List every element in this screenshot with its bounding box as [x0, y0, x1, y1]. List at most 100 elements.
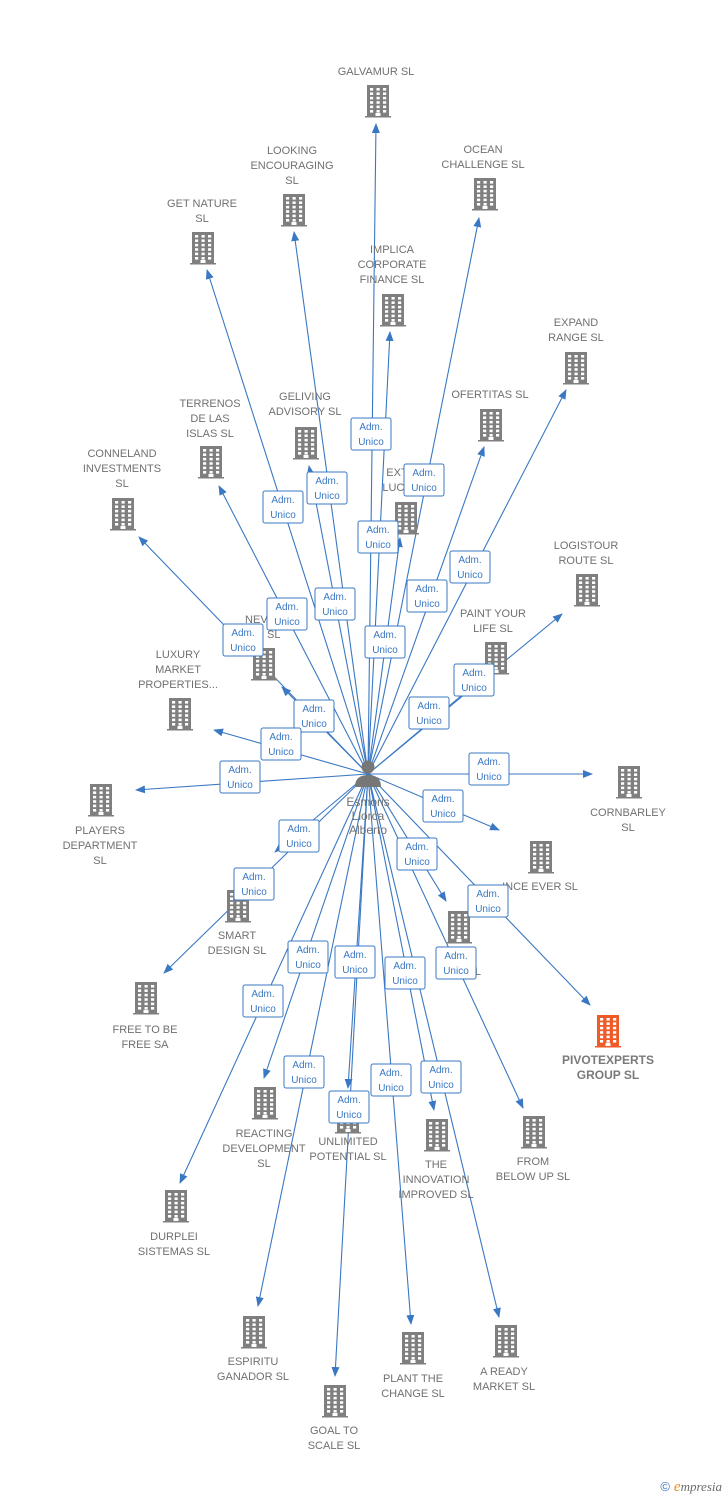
- edge-from-below-up: [367, 773, 524, 1109]
- role-badge[interactable]: Adm.Unico: [406, 579, 448, 613]
- building-icon: [493, 1325, 519, 1358]
- role-badge[interactable]: Adm.Unico: [334, 945, 376, 979]
- role-label: Unico: [314, 491, 340, 502]
- building-icon: [521, 1116, 547, 1149]
- role-badge[interactable]: Adm.Unico: [364, 625, 406, 659]
- role-badge[interactable]: Adm.Unico: [293, 699, 335, 733]
- edge-the-innovation-improved: [367, 773, 437, 1111]
- role-badge[interactable]: Adm.Unico: [350, 417, 392, 451]
- role-badge[interactable]: Adm.Unico: [422, 789, 464, 823]
- role-badge[interactable]: Adm.Unico: [287, 940, 329, 974]
- role-badge[interactable]: Adm.Unico: [468, 752, 510, 786]
- company-node-galvamur[interactable]: GALVAMUR SL: [338, 66, 415, 118]
- company-label[interactable]: OFERTITAS SL: [451, 389, 528, 401]
- role-badge[interactable]: Adm.Unico: [278, 819, 320, 853]
- role-badge[interactable]: Adm.Unico: [396, 837, 438, 871]
- company-label-line: A READY: [480, 1366, 528, 1378]
- company-label[interactable]: INCE EVER SL: [502, 881, 578, 893]
- role-label: Adm.: [462, 668, 485, 679]
- role-badge[interactable]: Adm.Unico: [370, 1063, 412, 1097]
- role-badge[interactable]: Adm. Unico: [453, 663, 495, 697]
- company-label-line: DURPLEI: [150, 1231, 198, 1243]
- role-badge[interactable]: Adm.Unico: [328, 1090, 370, 1124]
- role-badge[interactable]: Adm.Unico: [262, 490, 304, 524]
- role-badge[interactable]: Adm.Unico: [467, 884, 509, 918]
- company-node-ofertitas[interactable]: OFERTITAS SL: [451, 389, 529, 442]
- role-badge[interactable]: Adm.Unico: [242, 984, 284, 1018]
- person-icon: [355, 760, 381, 787]
- role-badge[interactable]: Adm.Unico: [384, 956, 426, 990]
- role-badge[interactable]: Adm.Unico: [222, 623, 264, 657]
- company-label[interactable]: GALVAMUR SL: [338, 66, 415, 78]
- role-label: Unico: [392, 976, 418, 987]
- role-badge[interactable]: Adm.Unico: [435, 946, 477, 980]
- role-badge[interactable]: Adm.Unico: [314, 587, 356, 621]
- company-node-since-ever[interactable]: INCE EVER SL: [502, 841, 578, 893]
- role-badge[interactable]: Adm.Unico: [357, 520, 399, 554]
- company-label-line: SL: [285, 175, 298, 187]
- role-badge[interactable]: Adm.Unico: [260, 727, 302, 761]
- role-badge[interactable]: Adm.Unico: [266, 597, 308, 631]
- role-badge[interactable]: Adm.Unico: [408, 696, 450, 730]
- role-badge[interactable]: Adm.Unico: [403, 463, 445, 497]
- role-badge[interactable]: Adm.Unico: [306, 471, 348, 505]
- role-badge[interactable]: Adm.Unico: [219, 760, 261, 794]
- role-badge[interactable]: Adm.Unico: [420, 1060, 462, 1094]
- role-badge[interactable]: Adm.Unico: [283, 1055, 325, 1089]
- company-label-line: PAINT YOUR: [460, 608, 526, 620]
- role-label: Unico: [461, 683, 487, 694]
- role-badge[interactable]: Adm.Unico: [449, 550, 491, 584]
- role-badge[interactable]: Adm.Unico: [233, 867, 275, 901]
